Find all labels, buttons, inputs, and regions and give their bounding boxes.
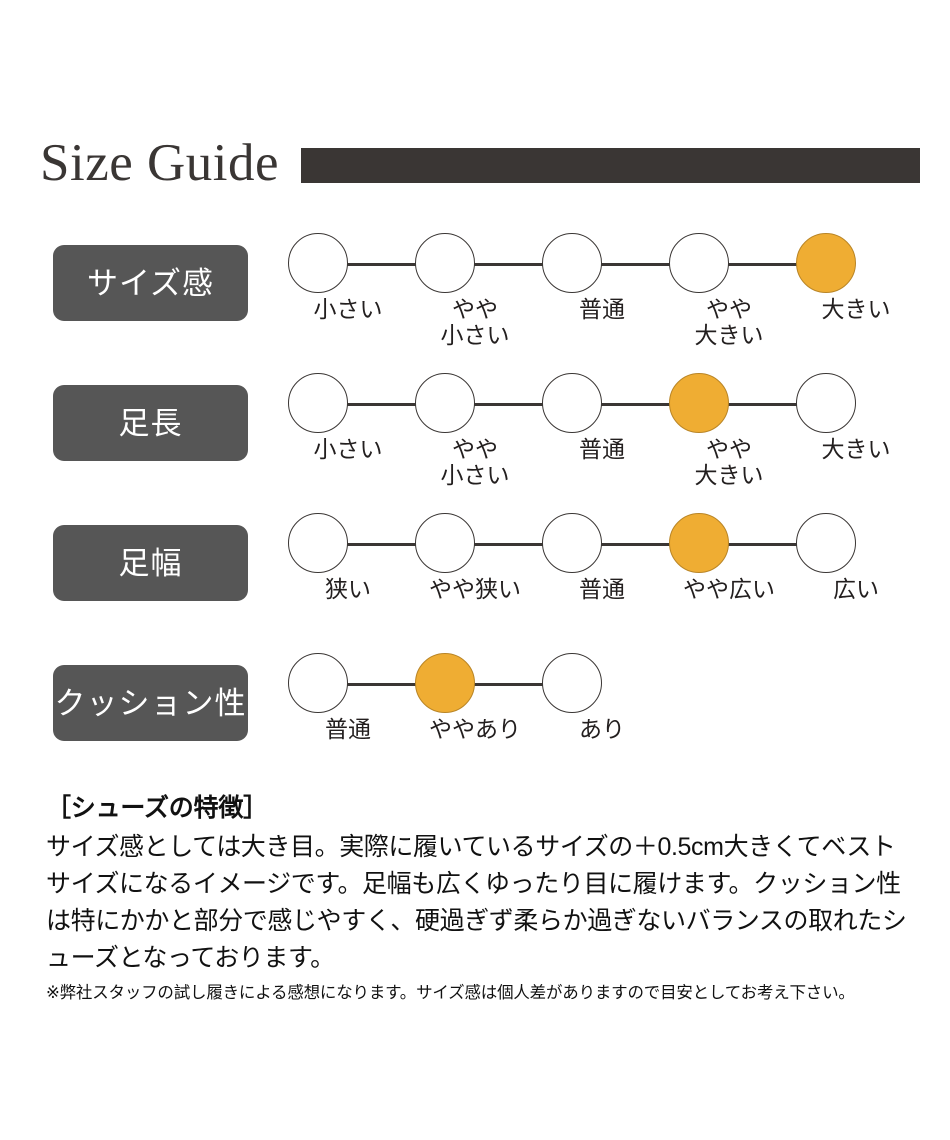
scale-node[interactable] <box>796 513 856 573</box>
row-label-text: クッション性 <box>54 685 247 721</box>
scale-node-label: 普通 <box>579 296 625 322</box>
scale-node-label: あり <box>579 716 625 742</box>
scale-node-label: やや狭い <box>429 576 521 602</box>
scale-node[interactable] <box>288 653 348 713</box>
rating-scale-size-feel: 小さい やや 小さい 普通 やや 大きい 大きい <box>288 233 891 353</box>
scale-node[interactable] <box>288 373 348 433</box>
scale-node[interactable] <box>542 373 602 433</box>
description-heading: ［シューズの特徴］ <box>46 794 268 822</box>
scale-node-label: 大きい <box>821 296 891 322</box>
scale-node-label: やや 大きい <box>694 436 764 488</box>
rating-scale-foot-width: 狭い やや狭い 普通 やや広い 広い <box>288 513 879 633</box>
row-label-chip-size-feel: サイズ感 <box>53 245 248 321</box>
scale-node[interactable] <box>415 373 475 433</box>
scale-node-selected[interactable] <box>669 513 729 573</box>
size-guide-row-size-feel: サイズ感小さい やや 小さい 普通 やや 大きい 大きい <box>0 230 950 370</box>
scale-node[interactable] <box>288 513 348 573</box>
scale-node[interactable] <box>415 233 475 293</box>
row-label-chip-foot-width: 足幅 <box>53 525 248 601</box>
scale-node-label: やや 小さい <box>440 436 510 488</box>
rating-scale-foot-length: 小さい やや 小さい 普通 やや 大きい 大きい <box>288 373 891 493</box>
description-block: ［シューズの特徴］ サイズ感としては大き目。実際に履いているサイズの＋0.5cm… <box>46 792 908 977</box>
size-guide-row-foot-length: 足長小さい やや 小さい 普通 やや 大きい 大きい <box>0 370 950 510</box>
row-label-text: 足幅 <box>118 545 183 581</box>
scale-node-label: 普通 <box>579 576 625 602</box>
row-label-chip-cushioning: クッション性 <box>53 665 248 741</box>
scale-node-label: 小さい <box>313 296 383 322</box>
scale-node[interactable] <box>796 373 856 433</box>
scale-node-selected[interactable] <box>669 373 729 433</box>
scale-node[interactable] <box>415 513 475 573</box>
scale-node-label: 広い <box>833 576 879 602</box>
scale-node-label: やや広い <box>683 576 775 602</box>
size-guide-rows: サイズ感小さいやや 小さい普通やや 大きい大きい足長小さいやや 小さい普通やや … <box>0 230 950 790</box>
rating-scale-cushioning: 普通 ややあり あり <box>288 653 625 773</box>
scale-node-label: やや 小さい <box>440 296 510 348</box>
title-decoration-bar <box>301 147 920 183</box>
row-label-text: 足長 <box>118 405 183 441</box>
scale-node-label: ややあり <box>429 716 521 742</box>
scale-node[interactable] <box>669 233 729 293</box>
scale-node-label: 普通 <box>325 716 371 742</box>
scale-node-label: 大きい <box>821 436 891 462</box>
row-label-chip-foot-length: 足長 <box>53 385 248 461</box>
scale-node[interactable] <box>288 233 348 293</box>
size-guide-row-foot-width: 足幅狭い やや狭い 普通 やや広い 広い <box>0 510 950 650</box>
row-label-text: サイズ感 <box>86 265 215 301</box>
scale-node-selected[interactable] <box>415 653 475 713</box>
scale-node[interactable] <box>542 513 602 573</box>
scale-node[interactable] <box>542 233 602 293</box>
scale-node-label: 小さい <box>313 436 383 462</box>
scale-node-label: 普通 <box>579 436 625 462</box>
scale-node-label: 狭い <box>325 576 371 602</box>
scale-node[interactable] <box>542 653 602 713</box>
size-guide-row-cushioning: クッション性普通 ややあり あり <box>0 650 950 790</box>
page-title-row: Size Guide <box>40 134 920 196</box>
description-body: サイズ感としては大き目。実際に履いているサイズの＋0.5cm大きくてベストサイズ… <box>46 832 907 972</box>
scale-node-label: やや 大きい <box>694 296 764 348</box>
page-title: Size Guide <box>40 133 280 192</box>
scale-node-selected[interactable] <box>796 233 856 293</box>
disclaimer-note: ※弊社スタッフの試し履きによる感想になります。サイズ感は個人差がありますので目安… <box>46 984 855 1002</box>
